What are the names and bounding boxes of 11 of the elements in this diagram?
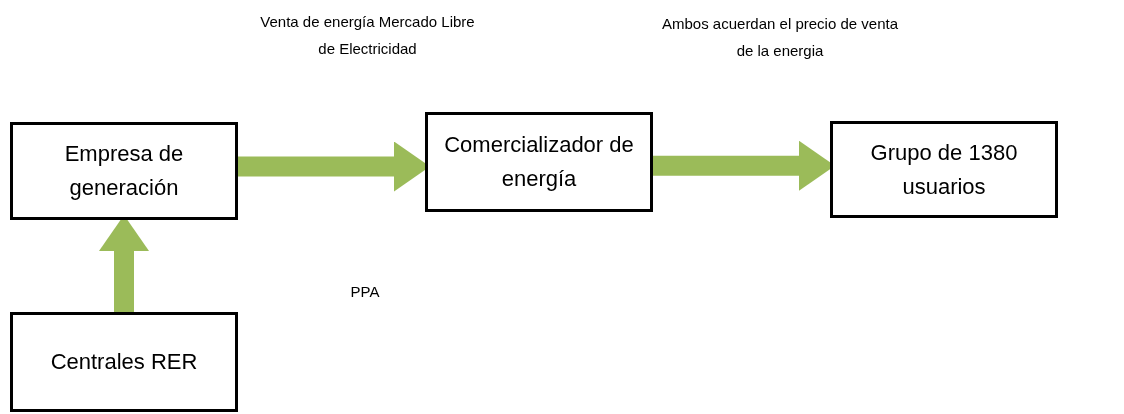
note-text: PPA	[349, 282, 381, 302]
box-label: Comercializador de energía	[443, 131, 635, 193]
process-box	[830, 121, 1058, 218]
note-text: Venta de energía Mercado Libre de Electricidad	[259, 12, 476, 59]
process-box	[425, 112, 653, 212]
box-label: Empresa de generación	[63, 140, 185, 202]
box-label: Centrales RER	[50, 348, 198, 376]
process-box	[10, 312, 238, 412]
note-text: Ambos acuerdan el precio de venta de la energia	[661, 14, 899, 61]
box-label: Grupo de 1380 usuarios	[869, 138, 1019, 201]
process-box	[10, 122, 238, 220]
